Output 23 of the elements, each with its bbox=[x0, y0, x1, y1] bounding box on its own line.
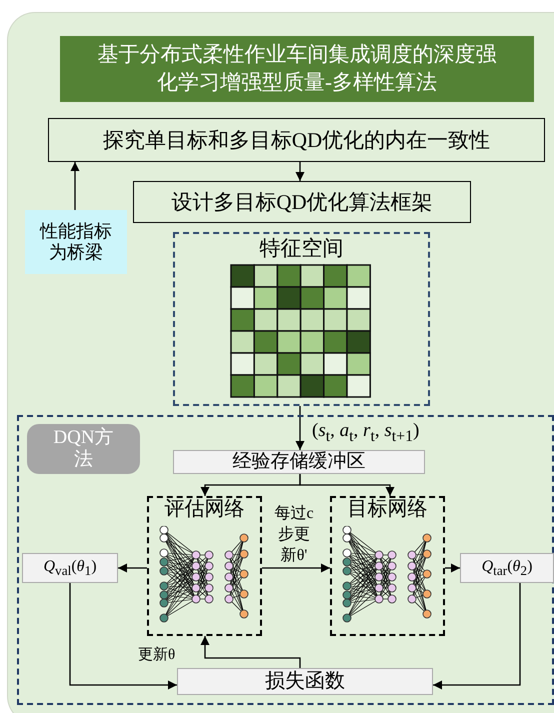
output-box: Q$_{tar}$(θ$_{2}$) bbox=[460, 553, 554, 583]
feature-space-box: 特征空间 bbox=[173, 232, 430, 406]
arrow bbox=[70, 162, 80, 210]
arrow bbox=[262, 564, 330, 572]
output-box: Q$_{val}$(θ$_{1}$) bbox=[22, 553, 118, 583]
arrow bbox=[69, 583, 177, 690]
loss-box: 损失函数 bbox=[177, 668, 433, 695]
process-box: 探究单目标和多目标QD优化的内在一致性 bbox=[48, 118, 545, 162]
arrow bbox=[118, 564, 147, 572]
title-banner: 基于分布式柔性作业车间集成调度的深度强化学习增强型质量-多样性算法 bbox=[60, 36, 534, 102]
arrow bbox=[296, 406, 304, 450]
network-box: 评估网络 bbox=[147, 496, 262, 636]
arrow bbox=[200, 636, 301, 668]
section-label: DQN方法 bbox=[27, 424, 140, 474]
arrow bbox=[296, 162, 304, 181]
process-box: 设计多目标QD优化算法框架 bbox=[133, 181, 471, 223]
arrow bbox=[299, 474, 394, 496]
edge-label: 更新θ bbox=[138, 645, 176, 664]
buffer-box: 经验存储缓冲区 bbox=[173, 450, 425, 474]
arrow bbox=[445, 564, 460, 572]
arrow bbox=[433, 583, 521, 690]
note-box: 性能指标为桥梁 bbox=[25, 210, 127, 274]
network-box: 目标网络 bbox=[330, 496, 445, 636]
